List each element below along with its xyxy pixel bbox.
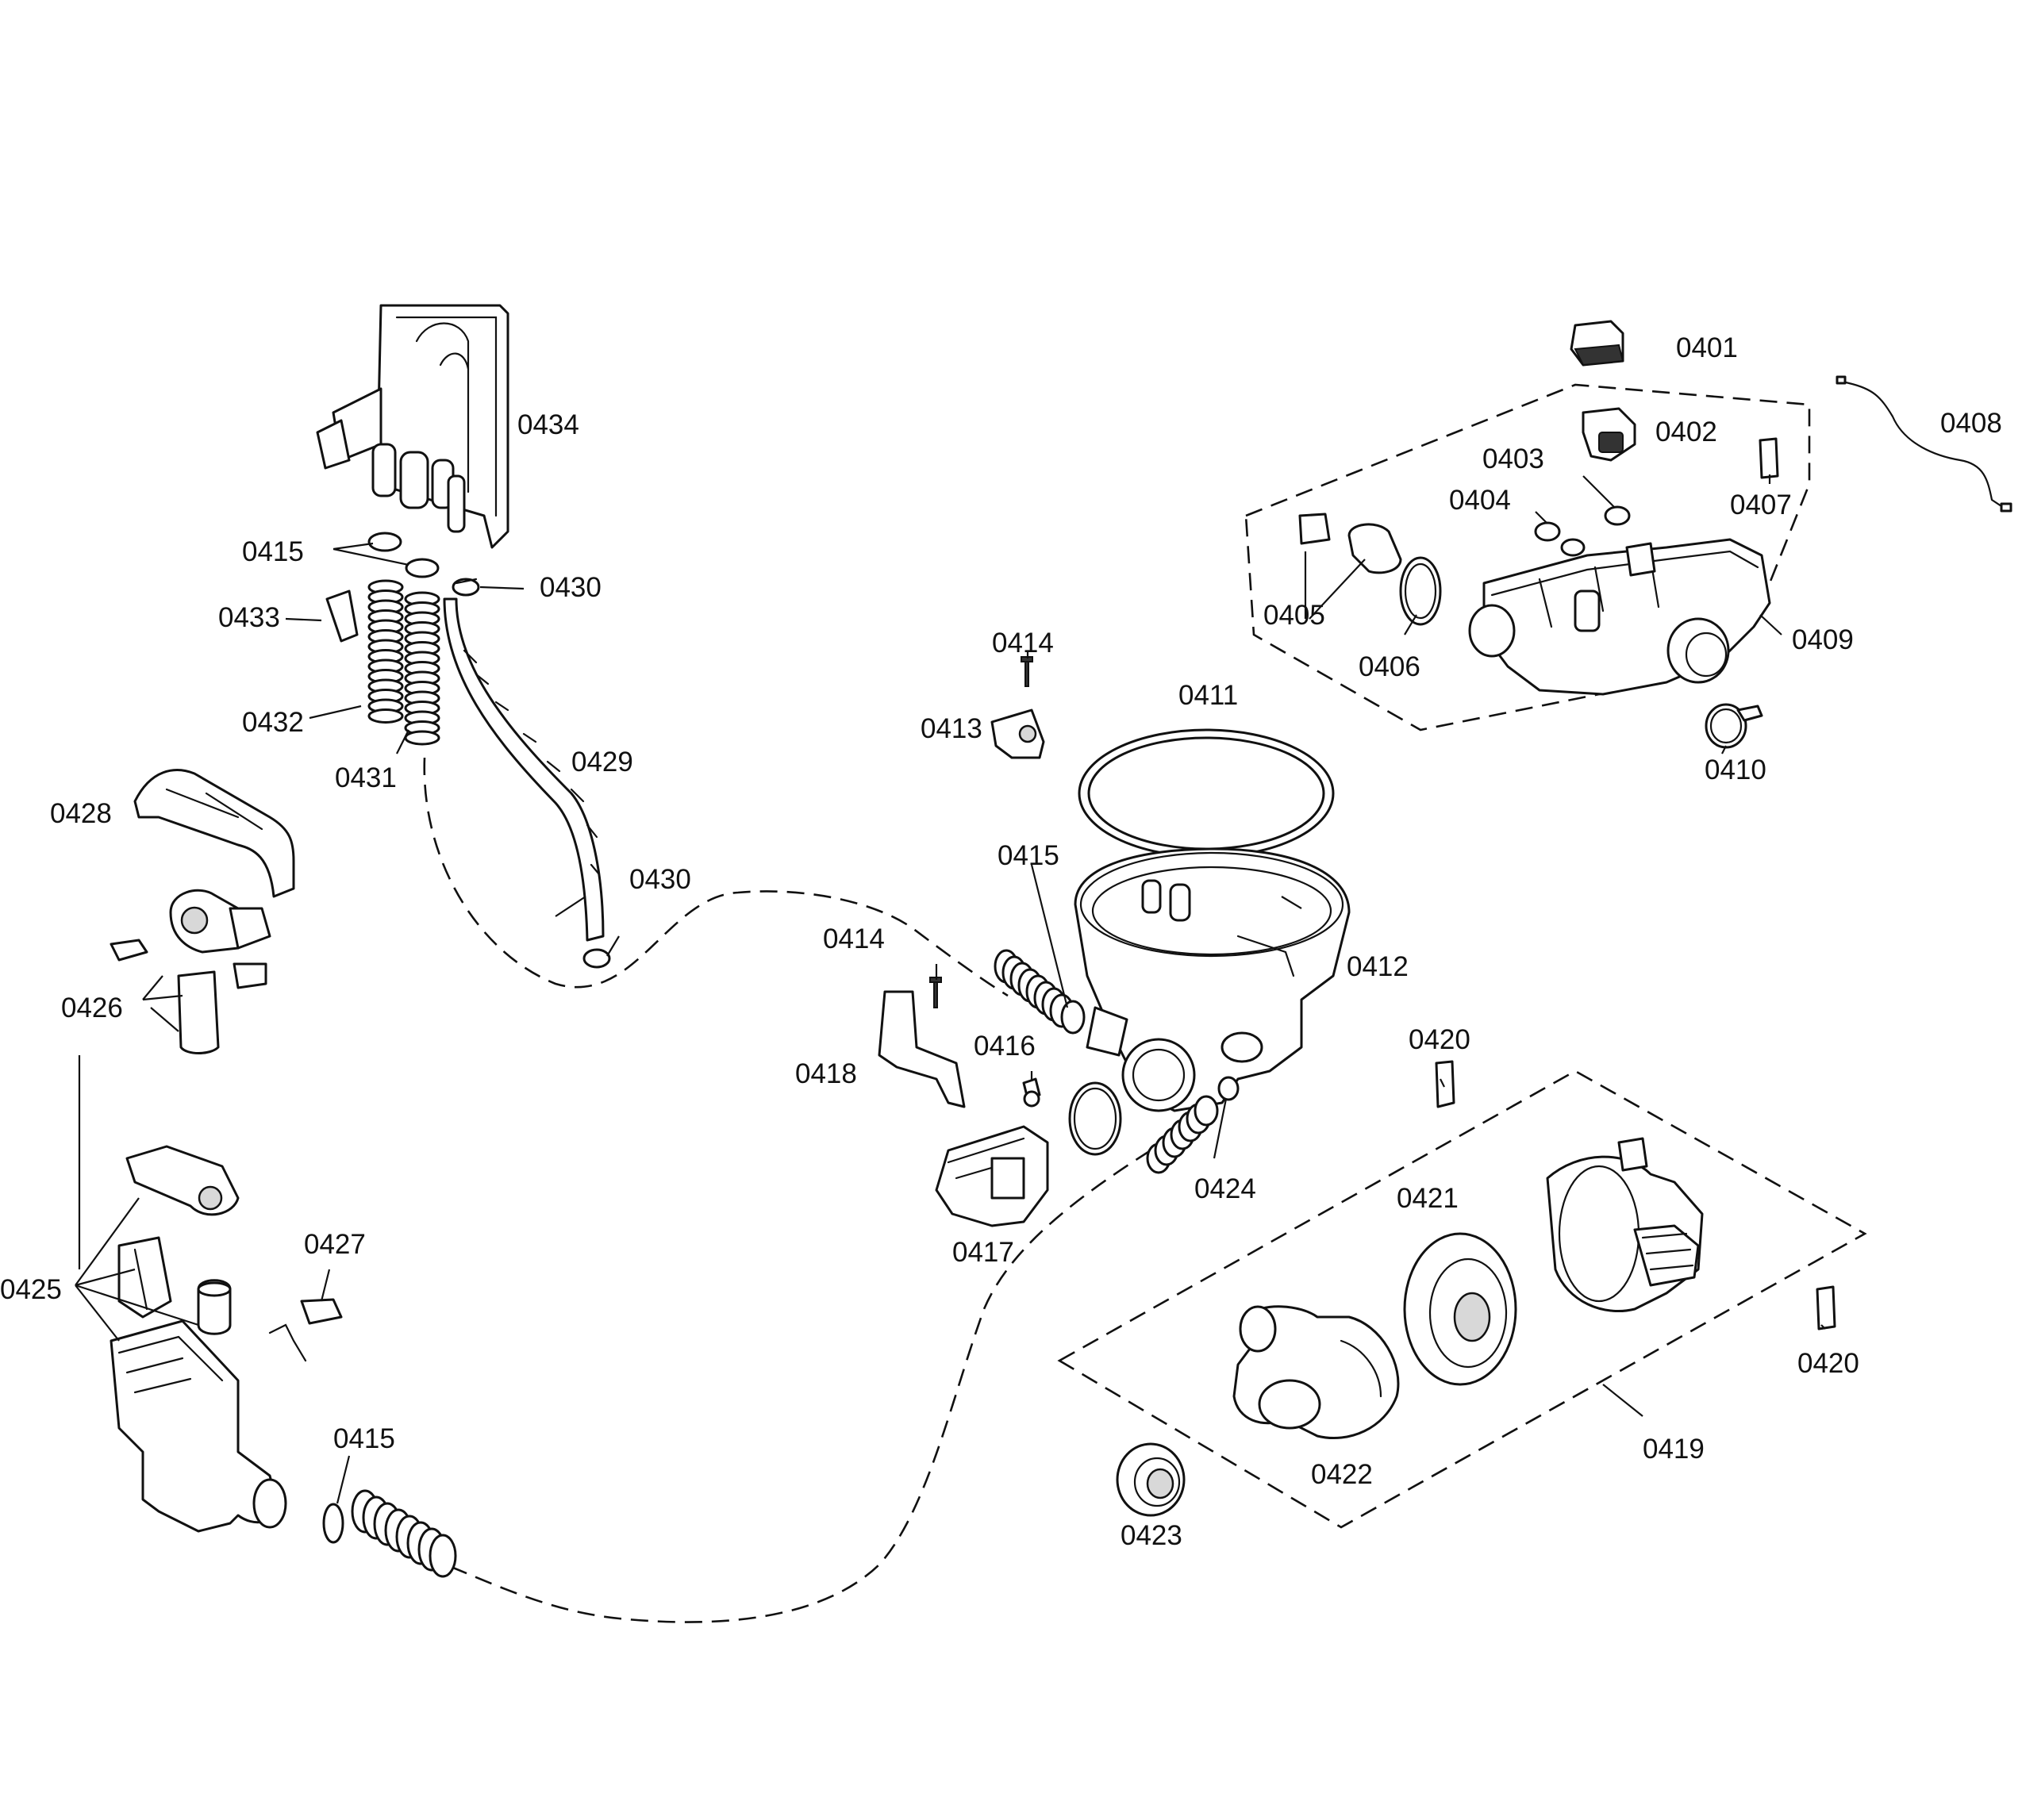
label-0420-right: 0420: [1797, 1348, 1859, 1379]
label-0422: 0422: [1311, 1459, 1373, 1490]
hose-route-dashed: [420, 757, 1151, 1623]
part-0410-clamp: [1705, 703, 1763, 749]
part-0415-oring-bottom: [322, 1503, 344, 1544]
label-0410: 0410: [1705, 754, 1766, 785]
label-0430-top: 0430: [540, 572, 602, 603]
hose-rib: [367, 708, 404, 724]
part-0415-orings-top: [367, 532, 440, 578]
label-0404: 0404: [1449, 485, 1511, 516]
part-0416-screw: [1022, 1077, 1041, 1108]
label-0416: 0416: [974, 1031, 1036, 1062]
label-0415-bottom: 0415: [333, 1423, 395, 1454]
part-0401-cover: [1570, 320, 1624, 367]
part-0427-switch: [300, 1298, 343, 1325]
label-0415-top: 0415: [242, 536, 304, 567]
part-0425-impeller: [117, 1236, 172, 1319]
label-0409: 0409: [1792, 624, 1854, 655]
leader-lines: [285, 474, 1826, 1504]
part-0408-wire: [1836, 375, 2012, 513]
label-0432: 0432: [242, 707, 304, 738]
label-0413: 0413: [921, 713, 982, 744]
part-large-oring: [1068, 1081, 1122, 1156]
part-0425-pump-body: [110, 1319, 287, 1533]
part-labels: 0401 0402 0403 0404 0405 0406 0407 0408 …: [0, 332, 2002, 1551]
part-0420-clip-center: [1435, 1060, 1455, 1108]
part-0406-oring: [1399, 556, 1442, 626]
label-0425: 0425: [0, 1274, 62, 1305]
part-0425-bracket: [125, 1145, 240, 1216]
label-0411: 0411: [1178, 680, 1238, 711]
label-0423: 0423: [1121, 1520, 1182, 1551]
part-0423-grommet: [1116, 1442, 1186, 1517]
label-0402: 0402: [1655, 417, 1717, 447]
part-0421-impeller-housing: [1403, 1232, 1517, 1386]
label-0406: 0406: [1359, 651, 1420, 682]
part-0420-clip-right: [1816, 1285, 1836, 1330]
part-0432-corrugated-hose: [367, 579, 404, 724]
label-0414-top: 0414: [992, 628, 1054, 659]
label-0426: 0426: [61, 993, 123, 1023]
label-0431: 0431: [335, 762, 397, 793]
part-0404-ring: [1534, 521, 1586, 557]
hose-rib: [429, 1534, 457, 1578]
label-0401: 0401: [1676, 332, 1738, 363]
part-0415-oring-center: [1060, 1000, 1086, 1035]
part-0430-clamp-bottom: [582, 948, 611, 969]
hose-rib: [404, 730, 440, 746]
pump-assembly-outline: [1057, 1069, 1867, 1529]
part-0431-corrugated-hose: [404, 591, 440, 746]
part-0415-spring-center: [994, 949, 1074, 1028]
label-0421: 0421: [1397, 1183, 1459, 1214]
part-0424-hose: [1146, 1095, 1219, 1174]
part-0409-heater-block: [1468, 538, 1771, 696]
label-0427: 0427: [304, 1229, 366, 1260]
part-0414-screw-mid: [929, 977, 942, 1008]
part-0417-valve: [935, 1125, 1049, 1227]
part-0425-cap: [197, 1279, 232, 1335]
label-0414-mid: 0414: [823, 923, 885, 954]
part-0405-sensor: [1298, 513, 1402, 574]
part-0429-hose: [443, 597, 605, 942]
part-0403-ring: [1604, 505, 1631, 526]
part-0433-clip: [325, 589, 359, 643]
hose-rib: [1194, 1095, 1219, 1127]
part-0411-seal-ring: [1078, 728, 1335, 858]
label-0403: 0403: [1482, 443, 1544, 474]
leader-0427: [320, 1269, 331, 1302]
label-0407: 0407: [1730, 490, 1792, 520]
label-0424: 0424: [1194, 1173, 1256, 1204]
part-0407-clip: [1759, 437, 1779, 479]
label-0417: 0417: [952, 1237, 1014, 1268]
leader-0426: [142, 975, 183, 1032]
label-0429: 0429: [571, 747, 633, 778]
label-0408: 0408: [1940, 408, 2002, 439]
label-0418: 0418: [795, 1058, 857, 1089]
part-0434-air-break: [316, 304, 509, 549]
part-0418-bracket: [878, 990, 966, 1108]
label-0405: 0405: [1263, 600, 1325, 631]
part-0424-oring: [1217, 1076, 1240, 1101]
label-0419: 0419: [1643, 1434, 1705, 1465]
part-0426-level-switch: [110, 889, 271, 1054]
label-0434: 0434: [517, 409, 579, 440]
part-0425-spring: [268, 1323, 307, 1362]
label-0430-bottom: 0430: [629, 864, 691, 895]
leader-0425: [75, 1055, 199, 1342]
part-bottom-corrugated-hose: [351, 1489, 457, 1578]
label-0433: 0433: [218, 602, 280, 633]
label-0412: 0412: [1347, 951, 1409, 982]
part-0402-sensor: [1582, 407, 1636, 462]
part-0428-cover: [133, 769, 295, 898]
part-0430-clamp-top: [452, 578, 480, 597]
part-0413-bracket: [990, 708, 1045, 759]
part-0422-pump-volute: [1232, 1305, 1400, 1440]
part-0419-motor: [1546, 1137, 1704, 1313]
label-0415-center: 0415: [998, 840, 1059, 871]
label-0420-center: 0420: [1409, 1024, 1470, 1055]
part-0412-sump: [1074, 847, 1351, 1112]
part-0414-screw-top: [1021, 656, 1033, 687]
label-0428: 0428: [50, 798, 112, 829]
